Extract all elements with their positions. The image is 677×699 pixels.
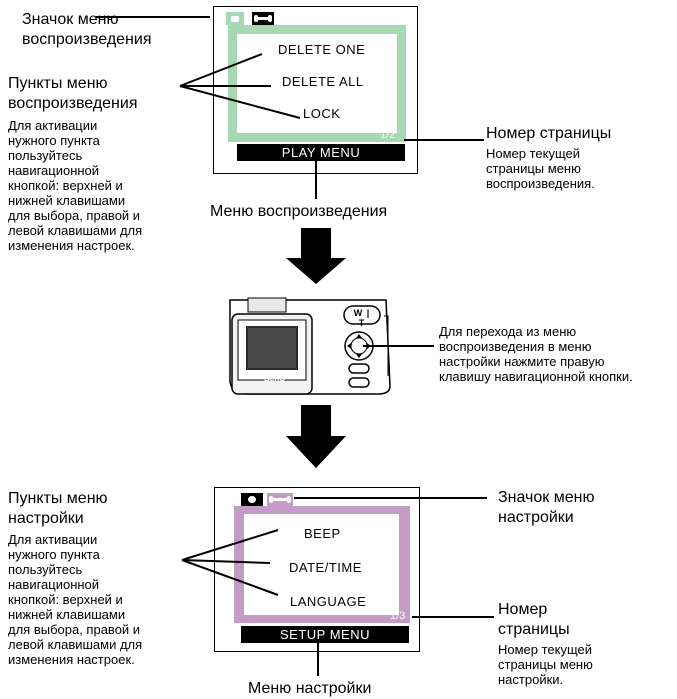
desc-line: Для активации (8, 118, 98, 133)
desc-line: страницы меню (498, 657, 593, 672)
note-line: настройки нажмите правую (439, 354, 605, 369)
menu-item-delete-one[interactable]: DELETE ONE (278, 42, 366, 57)
playback-menu-caption: Меню воспроизведения (210, 203, 388, 220)
desc-line: страницы меню (486, 161, 581, 176)
desc-line: кнопкой: верхней и (8, 178, 123, 193)
playback-icon-label-line2: воспроизведения (22, 31, 152, 48)
camera-icon (241, 493, 263, 506)
playback-items-title-line1: Пункты меню (8, 75, 108, 92)
camera-back-illustration: W | T BenQ (228, 296, 393, 396)
setup-page-number-title-line1: Номер (498, 601, 548, 618)
desc-line: навигационной (8, 577, 100, 592)
setup-tab-icon (267, 493, 293, 507)
setup-page-number-title-line2: страницы (498, 621, 570, 638)
desc-line: нижней клавишами (8, 193, 126, 208)
desc-line: Номер текущей (486, 146, 581, 161)
playback-items-description: Для активации нужного пункта пользуйтесь… (8, 118, 142, 253)
desc-line: левой клавишами для (8, 223, 143, 238)
desc-line: Номер текущей (498, 642, 593, 657)
note-line: воспроизведения в меню (439, 339, 592, 354)
playback-page-number-description: Номер текущей страницы меню воспроизведе… (486, 146, 595, 191)
setup-menu-list: BEEP DATE/TIME LANGUAGE (244, 514, 399, 615)
setup-items-title-line1: Пункты меню (8, 490, 108, 507)
setup-icon-label-line2: настройки (498, 509, 574, 526)
setup-page-number-description: Номер текущей страницы меню настройки. (498, 642, 593, 687)
camera-note: Для перехода из меню воспроизведения в м… (439, 324, 633, 384)
zoom-rocker-label: W | T (353, 308, 371, 328)
desc-line: пользуйтесь (8, 148, 83, 163)
desc-line: кнопкой: верхней и (8, 592, 123, 607)
desc-line: навигационной (8, 163, 100, 178)
note-line: Для перехода из меню (439, 324, 577, 339)
arrow-down-2 (286, 405, 346, 468)
desc-line: изменения настроек. (8, 652, 135, 667)
playback-items-title-line2: воспроизведения (8, 95, 138, 112)
playback-menu-bar: PLAY MENU (237, 144, 405, 161)
brand-logo: BenQ (264, 374, 286, 383)
note-line: клавишу навигационной кнопки. (439, 369, 633, 384)
menu-item-delete-all[interactable]: DELETE ALL (282, 74, 364, 89)
arrow-down-1 (286, 228, 346, 284)
setup-page-number: 1/3 (390, 610, 406, 622)
menu-item-date-time[interactable]: DATE/TIME (289, 560, 362, 575)
setup-items-title-line2: настройки (8, 510, 84, 527)
menu-item-language[interactable]: LANGUAGE (290, 594, 367, 609)
playback-icon-label-line1: Значок меню (22, 11, 119, 28)
desc-line: для выбора, правой и (8, 622, 141, 637)
desc-line: воспроизведения. (486, 176, 595, 191)
setup-menu-screen: BEEP DATE/TIME LANGUAGE 1/3 SETUP MENU (214, 487, 420, 652)
setup-icon-label-line1: Значок меню (498, 489, 595, 506)
playback-menu-frame: DELETE ONE DELETE ALL LOCK 1/2 (228, 25, 406, 142)
desc-line: левой клавишами для (8, 637, 143, 652)
playback-menu-list: DELETE ONE DELETE ALL LOCK (237, 34, 397, 133)
playback-page-number: 1/2 (380, 129, 396, 141)
desc-line: нужного пункта (8, 133, 100, 148)
playback-page-number-title: Номер страницы (486, 125, 612, 142)
setup-menu-bar: SETUP MENU (241, 626, 409, 643)
setup-menu-frame: BEEP DATE/TIME LANGUAGE 1/3 (234, 506, 410, 623)
desc-line: Для активации (8, 532, 98, 547)
setup-menu-caption: Меню настройки (248, 680, 372, 697)
playback-menu-screen: DELETE ONE DELETE ALL LOCK 1/2 PLAY MENU (213, 6, 418, 174)
menu-item-lock[interactable]: LOCK (303, 106, 341, 121)
desc-line: настройки. (498, 672, 564, 687)
desc-line: изменения настроек. (8, 238, 135, 253)
menu-item-beep[interactable]: BEEP (304, 526, 341, 541)
setup-items-description: Для активации нужного пункта пользуйтесь… (8, 532, 142, 667)
desc-line: нужного пункта (8, 547, 100, 562)
wrench-icon (252, 12, 274, 25)
desc-line: для выбора, правой и (8, 208, 141, 223)
desc-line: пользуйтесь (8, 562, 83, 577)
desc-line: нижней клавишами (8, 607, 126, 622)
playback-tab-icon (226, 12, 244, 25)
